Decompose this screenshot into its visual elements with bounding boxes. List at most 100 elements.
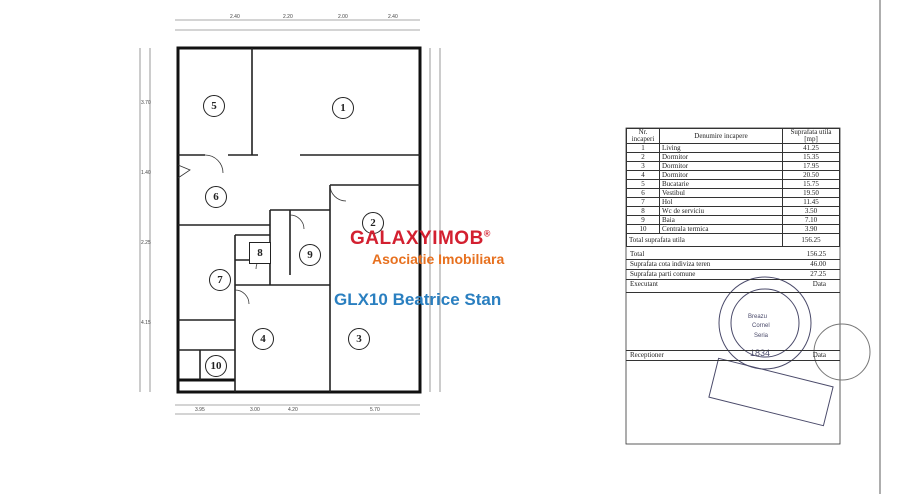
table-cell: 1: [626, 143, 660, 153]
dim-left-4: 4.15: [141, 320, 151, 326]
table-header: Suprafata utila [mp]: [782, 128, 840, 144]
table-total-row: Total suprafata utila 156.25: [626, 233, 840, 247]
cota-label: Suprafata cota indiviza teren: [630, 260, 711, 268]
parti-comune-label: Suprafata parti comune: [630, 270, 696, 278]
watermark-agent: GLX10 Beatrice Stan: [334, 290, 502, 309]
receptioner-label: Receptioner: [630, 351, 664, 359]
room-label-7: 7: [209, 269, 231, 291]
totals-block: Total 156.25 Suprafata cota indiviza tere…: [626, 250, 840, 293]
room-label-10: 10: [205, 355, 227, 377]
outer-wall: [176, 46, 422, 394]
table-cell: Dormitor: [659, 152, 783, 162]
cota-value: 46.00: [810, 260, 826, 268]
total-row: Total 156.25: [626, 250, 840, 260]
svg-text:Breazu: Breazu: [748, 314, 767, 320]
room-label-9: 9: [299, 244, 321, 266]
table-cell: Dormitor: [659, 170, 783, 180]
table-cell: 15.35: [782, 152, 840, 162]
table-cell: 3.90: [782, 224, 840, 234]
dim-left-3: 2.25: [141, 240, 151, 246]
svg-text:1834: 1834: [750, 348, 770, 358]
watermark-brand: GALAXYIMOB®: [350, 228, 504, 250]
table-cell: Bucatarie: [659, 179, 783, 189]
cota-row: Suprafata cota indiviza teren 46.00: [626, 260, 840, 270]
table-cell: 10: [626, 224, 660, 234]
room-label-8: 8: [249, 242, 271, 264]
table-cell: 8: [626, 206, 660, 216]
table-cell: Centrala termica: [659, 224, 783, 234]
dim-top-3: 2.00: [338, 14, 348, 20]
table-cell: 9: [626, 215, 660, 225]
room-label-1: 1: [332, 97, 354, 119]
table-cell: Vestibul: [659, 188, 783, 198]
total-util-label: Total suprafata utila: [626, 233, 783, 247]
table-cell: Dormitor: [659, 161, 783, 171]
total-util-value: 156.25: [782, 233, 840, 247]
dim-bottom-4: 5.70: [370, 407, 380, 413]
svg-text:Cornel: Cornel: [752, 323, 770, 329]
dim-top-1: 2.40: [230, 14, 240, 20]
area-table: Nr. incaperi Denumire incapere Suprafata…: [626, 128, 840, 247]
table-cell: 5: [626, 179, 660, 189]
executant-row: Executant Data: [626, 280, 840, 293]
receptioner-date-label: Data: [812, 351, 826, 359]
room-label-5: 5: [203, 95, 225, 117]
parti-comune-value: 27.25: [810, 270, 826, 278]
table-cell: Wc de serviciu: [659, 206, 783, 216]
watermark-logo: GALAXYIMOB® Asociatie Imobiliara: [350, 228, 504, 267]
receptioner-row: Receptioner Data: [626, 351, 840, 361]
stamp: [718, 276, 812, 370]
brand-part-b: IMOB: [432, 228, 484, 249]
brand-part-a: GALAXY: [350, 228, 433, 249]
table-cell: Hol: [659, 197, 783, 207]
room-label-6: 6: [205, 186, 227, 208]
total-value: 156.25: [806, 250, 826, 258]
executant-date-label: Data: [812, 280, 826, 288]
dim-top-4: 2.40: [388, 14, 398, 20]
table-cell: 7.10: [782, 215, 840, 225]
dim-bottom-1: 3.95: [195, 407, 205, 413]
dim-top-2: 2.20: [283, 14, 293, 20]
table-cell: 11.45: [782, 197, 840, 207]
table-cell: 15.75: [782, 179, 840, 189]
table-header-row: Nr. incaperi Denumire incapere Suprafata…: [626, 128, 840, 144]
table-cell: 41.25: [782, 143, 840, 153]
table-cell: Living: [659, 143, 783, 153]
table-cell: 3: [626, 161, 660, 171]
table-cell: Baia: [659, 215, 783, 225]
table-cell: 20.50: [782, 170, 840, 180]
table-header: Denumire incapere: [659, 128, 783, 144]
room-label-3: 3: [348, 328, 370, 350]
executant-label: Executant: [630, 280, 658, 288]
table-cell: 7: [626, 197, 660, 207]
dim-left-1: 3.70: [141, 100, 151, 106]
dim-bottom-3: 4.20: [288, 407, 298, 413]
table-cell: 6: [626, 188, 660, 198]
svg-text:Seria: Seria: [754, 333, 769, 339]
table-cell: 3.50: [782, 206, 840, 216]
table-cell: 4: [626, 170, 660, 180]
room-label-4: 4: [252, 328, 274, 350]
table-cell: 17.95: [782, 161, 840, 171]
table-cell: 2: [626, 152, 660, 162]
total-label: Total: [630, 250, 645, 258]
watermark-subtitle: Asociatie Imobiliara: [372, 251, 505, 267]
dim-left-2: 1.40: [141, 170, 151, 176]
table-header: Nr. incaperi: [626, 128, 660, 144]
room-label-2: 2: [362, 212, 384, 234]
registered-mark: ®: [483, 228, 491, 239]
receptioner-block: Receptioner Data: [626, 350, 840, 361]
dim-bottom-2: 3.00: [250, 407, 260, 413]
parti-comune-row: Suprafata parti comune 27.25: [626, 270, 840, 280]
